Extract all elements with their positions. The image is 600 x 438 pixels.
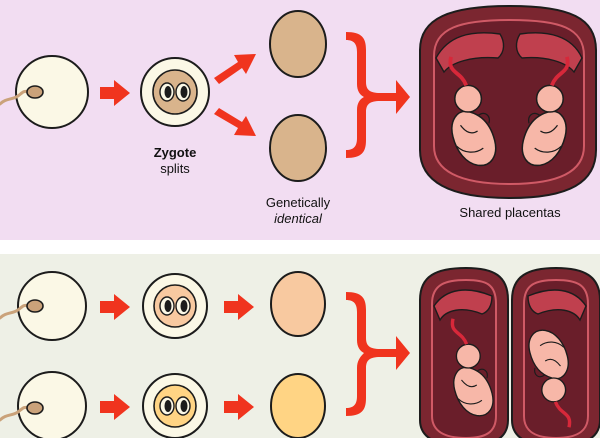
arrow-icon bbox=[224, 294, 254, 320]
egg-icon bbox=[15, 55, 89, 129]
zygote-icon bbox=[142, 373, 208, 438]
sperm-icon bbox=[0, 401, 44, 422]
bracket-icon bbox=[346, 32, 410, 158]
splits-label: splits bbox=[160, 161, 190, 176]
arrow-icon bbox=[100, 394, 130, 420]
arrow-icon bbox=[224, 394, 254, 420]
shared-placentas-label: Shared placentas bbox=[459, 205, 561, 220]
arrow-icon bbox=[100, 294, 130, 320]
arrow-icon bbox=[214, 54, 256, 84]
zygote-icon bbox=[142, 273, 208, 339]
uterus-icon bbox=[419, 4, 597, 200]
sperm-icon bbox=[0, 299, 44, 320]
embryo-icon bbox=[270, 373, 326, 438]
embryo-icon bbox=[270, 271, 326, 337]
zygote-icon bbox=[140, 57, 210, 127]
sperm-icon bbox=[0, 85, 44, 106]
egg-icon bbox=[17, 371, 87, 438]
arrow-icon bbox=[100, 80, 130, 106]
arrow-icon bbox=[214, 108, 256, 136]
bracket-icon bbox=[346, 292, 410, 416]
genetically-label: Genetically bbox=[265, 195, 331, 210]
embryo-icon bbox=[269, 114, 327, 182]
zygote-label: Zygote bbox=[153, 145, 197, 160]
egg-icon bbox=[17, 271, 87, 341]
embryo-icon bbox=[269, 10, 327, 78]
panel-divider bbox=[0, 240, 600, 254]
identical-label: identical bbox=[274, 211, 322, 226]
